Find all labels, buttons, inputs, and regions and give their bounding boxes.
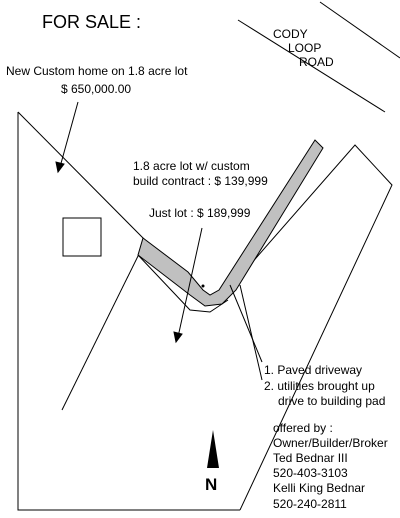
driveway-paving	[137, 139, 324, 307]
north-arrow-icon	[207, 430, 219, 468]
note-utilities: 2. utilities brought up	[264, 379, 375, 393]
driveway-edge	[137, 254, 229, 313]
home-listing-line: New Custom home on 1.8 acre lot	[6, 64, 188, 78]
parcel-west-south-boundary	[17, 112, 240, 511]
arrow-lot-head	[173, 331, 183, 344]
agent2-name: Kelli King Bednar	[273, 481, 365, 495]
contract-listing-line1: 1.8 acre lot w/ custom	[133, 159, 250, 173]
agent2-phone: 520-240-2811	[273, 497, 347, 511]
note-utilities-cont: drive to building pad	[278, 394, 385, 408]
home-listing-price: $ 650,000.00	[61, 82, 131, 96]
lot-boundaries	[17, 111, 393, 511]
north-label: N	[205, 475, 217, 494]
road-edge-left	[237, 19, 386, 113]
lot-listing: Just lot : $ 189,999	[149, 206, 251, 220]
agent1-phone: 520-403-3103	[273, 466, 348, 480]
contact-heading: offered by :	[273, 421, 333, 435]
arrow-utilities-line	[239, 284, 263, 381]
building-pad-marker	[201, 284, 205, 288]
contract-listing-line2: build contract : $ 139,999	[133, 174, 268, 188]
north-arrow: N	[205, 430, 219, 494]
page-title: FOR SALE :	[42, 12, 141, 32]
agent1-name: Ted Bednar III	[273, 451, 348, 465]
road-label-3: ROAD	[299, 55, 334, 69]
paved-driveway	[137, 139, 324, 313]
parcel-north-boundary	[17, 111, 146, 241]
road-label-1: CODY	[273, 27, 308, 41]
lot-divider-line	[61, 251, 141, 411]
lot-east-boundary	[227, 144, 393, 511]
cody-loop-road	[237, 1, 400, 113]
arrow-home-head	[55, 161, 65, 174]
leader-arrows	[55, 101, 263, 381]
contact-role: Owner/Builder/Broker	[273, 436, 388, 450]
arrow-lot-line	[177, 227, 203, 338]
note-paved-driveway: 1. Paved driveway	[264, 363, 362, 377]
road-edge-right	[319, 1, 400, 59]
road-label-2: LOOP	[288, 41, 321, 55]
building-pad	[62, 217, 102, 257]
arrow-driveway-line	[229, 284, 263, 363]
arrow-home-line	[59, 101, 79, 168]
